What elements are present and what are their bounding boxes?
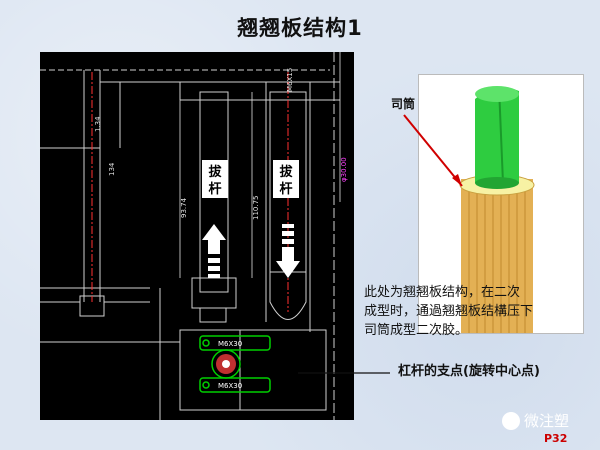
- up-arrow-icon: [202, 224, 226, 278]
- sleeve-illustration: [459, 86, 535, 333]
- dim-5: M6X15: [286, 68, 294, 92]
- pivot-callout-label: 杠杆的支点(旋转中心点): [398, 364, 540, 379]
- slide-title: 翘翘板结构1: [237, 16, 363, 40]
- dim-4: 110.75: [252, 196, 260, 221]
- watermark: 微注塑: [502, 410, 569, 431]
- ejector-label-right-box: [273, 160, 299, 198]
- bolt-top-label: M6X30: [218, 340, 242, 348]
- page-number: P32: [544, 432, 568, 445]
- pivot-circle: [211, 349, 241, 379]
- description-text: 此处为翘翘板结构，在二次 成型时，通過翘翘板结構压下 司筒成型二次胶。: [364, 283, 584, 340]
- bolt-top: [199, 335, 271, 351]
- cad-drawing: 拔 杆 拔 杆 1.34 134 93.74 110.75 M6X15 φ30.…: [40, 52, 354, 420]
- dim-3: 93.74: [180, 197, 188, 218]
- sleeve-callout-label: 司筒: [391, 97, 416, 111]
- cad-svg: 拔 杆 拔 杆 1.34 134 93.74 110.75 M6X15 φ30.…: [40, 52, 348, 420]
- ejector-label-right-2: 杆: [279, 181, 292, 197]
- description-line-3: 司筒成型二次胶。: [364, 323, 469, 338]
- watermark-text: 微注塑: [524, 412, 570, 430]
- dim-6: φ30.00: [340, 157, 348, 182]
- bolt-bottom-label: M6X30: [218, 382, 242, 390]
- dim-1: 1.34: [94, 116, 102, 132]
- ejector-label-right-1: 拔: [279, 164, 293, 180]
- down-arrow-icon: [276, 224, 300, 278]
- ejector-label-left-box: [202, 160, 228, 198]
- description-line-1: 此处为翘翘板结构，在二次: [364, 285, 521, 300]
- ejector-label-left-1: 拔: [208, 164, 222, 180]
- description-line-2: 成型时，通過翘翘板结構压下: [364, 304, 534, 319]
- wechat-icon: [502, 411, 520, 430]
- bolt-bottom: [199, 377, 271, 393]
- ejector-label-left-2: 杆: [208, 181, 221, 197]
- dim-2: 134: [108, 162, 116, 176]
